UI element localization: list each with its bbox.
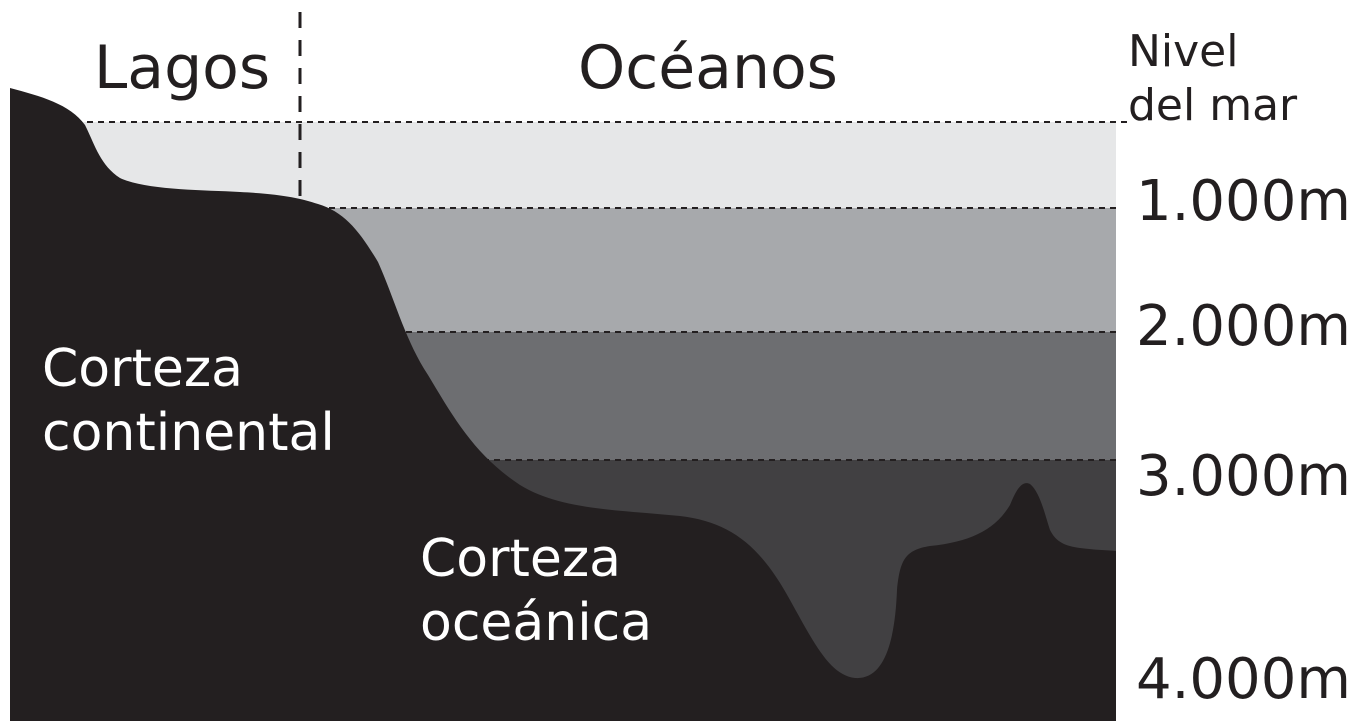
sea-level-label-line1: Nivel bbox=[1128, 26, 1238, 77]
oceans-label: Océanos bbox=[578, 33, 838, 103]
oceanic-crust-label-line1: Corteza bbox=[420, 529, 621, 589]
sea-level-label-line2: del mar bbox=[1128, 80, 1298, 131]
depth-label-1000: 1.000m bbox=[1136, 169, 1351, 234]
continental-crust-label-line2: continental bbox=[42, 403, 335, 463]
depth-label-2000: 2.000m bbox=[1136, 294, 1351, 359]
depth-lines bbox=[10, 121, 1130, 461]
depth-label-4000: 4.000m bbox=[1136, 647, 1351, 712]
oceanic-crust-label-line2: oceánica bbox=[420, 593, 652, 653]
crust-silhouette bbox=[10, 88, 1116, 721]
lakes-label: Lagos bbox=[94, 33, 270, 103]
depth-label-3000: 3.000m bbox=[1136, 444, 1351, 509]
continental-crust-label-line1: Corteza bbox=[42, 339, 243, 399]
